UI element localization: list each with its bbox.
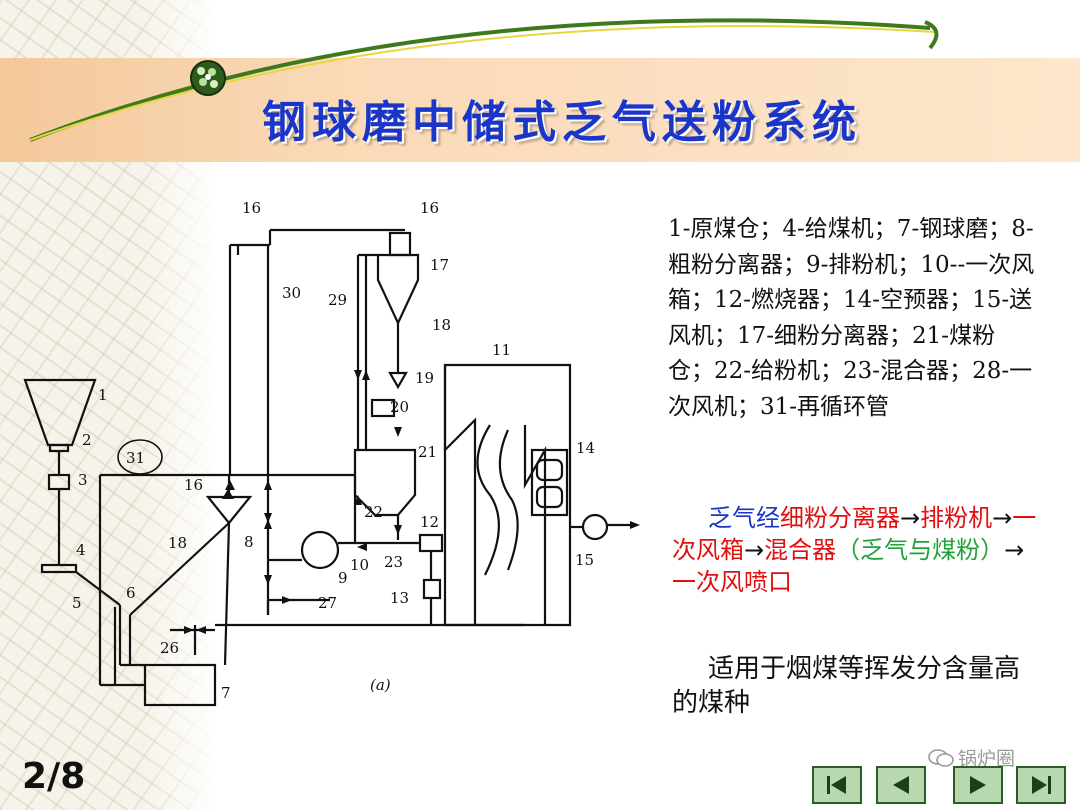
- previous-slide-button[interactable]: [876, 766, 926, 804]
- label-4: 4: [76, 541, 86, 559]
- flow-primary-air-nozzle: 一次风喷口: [672, 568, 792, 596]
- label-5: 5: [72, 594, 82, 612]
- label-21: 21: [418, 443, 437, 461]
- first-slide-button[interactable]: [812, 766, 862, 804]
- label-26: 26: [160, 639, 179, 657]
- diagram-caption: (a): [370, 676, 391, 694]
- scale-3: [47, 473, 71, 491]
- airflow-path-description: 乏气经细粉分离器→排粉机→一次风箱→混合器（乏气与煤粉）→ 一次风喷口: [672, 502, 1042, 598]
- swoosh-highlight: [29, 25, 936, 141]
- flow-exhauster: 排粉机: [920, 504, 993, 532]
- air-preheater: [530, 448, 569, 517]
- next-slide-icon: [970, 776, 986, 794]
- label-20: 20: [390, 398, 409, 416]
- exhaust-fan: [300, 530, 340, 570]
- label-2: 2: [82, 431, 92, 449]
- title-band: [0, 58, 1080, 162]
- label-18a: 18: [432, 316, 451, 334]
- flow-arrow-2: →: [992, 504, 1013, 532]
- label-18b: 18: [168, 534, 187, 552]
- last-slide-icon: [1032, 776, 1051, 794]
- label-19: 19: [415, 369, 434, 387]
- decorative-swoosh: [29, 18, 939, 142]
- label-12: 12: [420, 513, 439, 531]
- flow-primary-air-box: 一次风箱: [672, 504, 1037, 564]
- flow-arrow-1: →: [900, 504, 921, 532]
- flow-arrow-4: →: [1004, 536, 1025, 564]
- label-16b: 16: [420, 199, 439, 217]
- raw-coal-bunker: [23, 378, 97, 447]
- explosion-vent-top: [388, 231, 412, 257]
- boiler-furnace: [443, 363, 572, 627]
- burner-box: [418, 533, 444, 553]
- coal-feeder: [40, 563, 78, 574]
- first-slide-icon: [827, 776, 846, 794]
- swoosh-curve: [29, 18, 931, 142]
- watermark-text: 锅炉圈: [958, 748, 1016, 770]
- page-number: 2/8: [22, 756, 86, 797]
- label-22: 22: [364, 503, 383, 521]
- label-17: 17: [430, 256, 449, 274]
- label-13: 13: [390, 589, 409, 607]
- label-16a: 16: [242, 199, 261, 217]
- label-1: 1: [98, 386, 108, 404]
- component-legend: 1-原煤仓；4-给煤机；7-钢球磨；8-粗粉分离器；9-排粉机；10--一次风箱…: [668, 216, 1035, 420]
- sphere-ornament: [190, 60, 226, 96]
- flow-mixer: 混合器: [764, 536, 837, 564]
- flow-arrow-3: →: [744, 536, 765, 564]
- slide-title: 钢球磨中储式乏气送粉系统: [262, 97, 862, 148]
- recirculation-callout: [117, 439, 163, 475]
- coal-pulverizing-system-diagram: 1 2 3 4 5 6 7 8 9 10 11 12 13 14 15 16 1…: [23, 199, 640, 707]
- swoosh-tail: [924, 20, 939, 50]
- label-7: 7: [221, 684, 231, 702]
- label-31: 31: [126, 449, 145, 467]
- forced-draft-fan: [581, 513, 609, 541]
- flow-fine-separator: 细粉分离器: [780, 504, 900, 532]
- chat-bubble-icon: [928, 749, 954, 767]
- watermark: 锅炉圈: [928, 744, 1015, 771]
- coarse-separator: [205, 495, 253, 525]
- label-11: 11: [492, 341, 511, 359]
- label-29: 29: [328, 291, 347, 309]
- label-16c: 16: [184, 476, 203, 494]
- flow-mixture-note: （乏气与煤粉）: [836, 536, 1005, 564]
- label-9: 9: [338, 569, 348, 587]
- applicability-note: 适用于烟煤等挥发分含量高的煤种: [672, 654, 1021, 718]
- label-3: 3: [78, 471, 88, 489]
- fine-separator: [376, 253, 420, 326]
- ball-mill: [143, 663, 217, 707]
- label-23: 23: [384, 553, 403, 571]
- label-30: 30: [282, 284, 301, 302]
- next-slide-button[interactable]: [953, 766, 1003, 804]
- label-6: 6: [126, 584, 136, 602]
- label-10: 10: [350, 556, 369, 574]
- label-27: 27: [318, 594, 337, 612]
- previous-slide-icon: [893, 776, 909, 794]
- last-slide-button[interactable]: [1016, 766, 1066, 804]
- label-8: 8: [244, 533, 254, 551]
- bunker-gate: [48, 443, 70, 453]
- label-15: 15: [575, 551, 594, 569]
- label-14: 14: [576, 439, 595, 457]
- flow-intro: 乏气经: [708, 504, 780, 532]
